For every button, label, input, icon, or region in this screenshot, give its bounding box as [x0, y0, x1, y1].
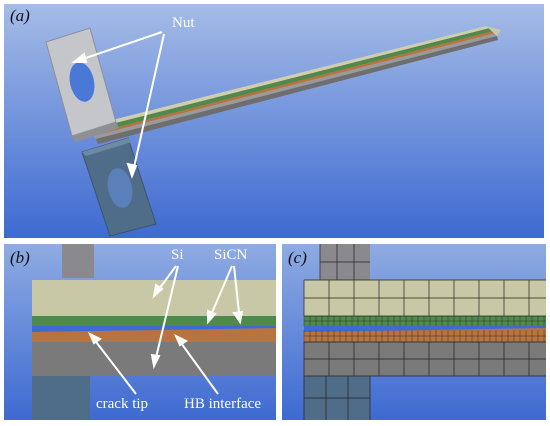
mesh-grid-lines [303, 244, 546, 420]
si-annotation: Si [171, 247, 184, 263]
top-nut-block [62, 244, 94, 278]
sicn-layer [32, 316, 276, 326]
panel-c: (c) [282, 244, 546, 420]
panel-a-label: (a) [10, 6, 30, 25]
hb-interface-annotation: HB interface [184, 396, 262, 412]
callout-arrows [87, 265, 244, 395]
panel-a: (a) Nut [4, 4, 544, 238]
hb-layer-mesh [304, 328, 546, 342]
cantilever-beam [84, 26, 501, 144]
nut-hole [69, 62, 95, 102]
panel-b-label: (b) [10, 248, 30, 267]
nut-annotation: Nut [172, 15, 195, 31]
panel-c-label: (c) [288, 248, 307, 267]
panel-b: (b) Si SiCN crack tip HB interface [4, 244, 276, 420]
crack-gap-mesh [304, 326, 546, 332]
crack-gap [32, 326, 276, 332]
nut-arrows [71, 31, 165, 179]
bottom-nut-block [32, 376, 90, 420]
cross-section-view [4, 244, 276, 420]
upper-nut [45, 27, 119, 142]
lower-nut [81, 137, 157, 237]
crack-tip-annotation: crack tip [96, 396, 149, 412]
mesh-view [282, 244, 546, 420]
nut-hole [107, 168, 133, 208]
sicn-annotation: SiCN [214, 247, 248, 263]
beam-assembly-model [4, 4, 544, 238]
